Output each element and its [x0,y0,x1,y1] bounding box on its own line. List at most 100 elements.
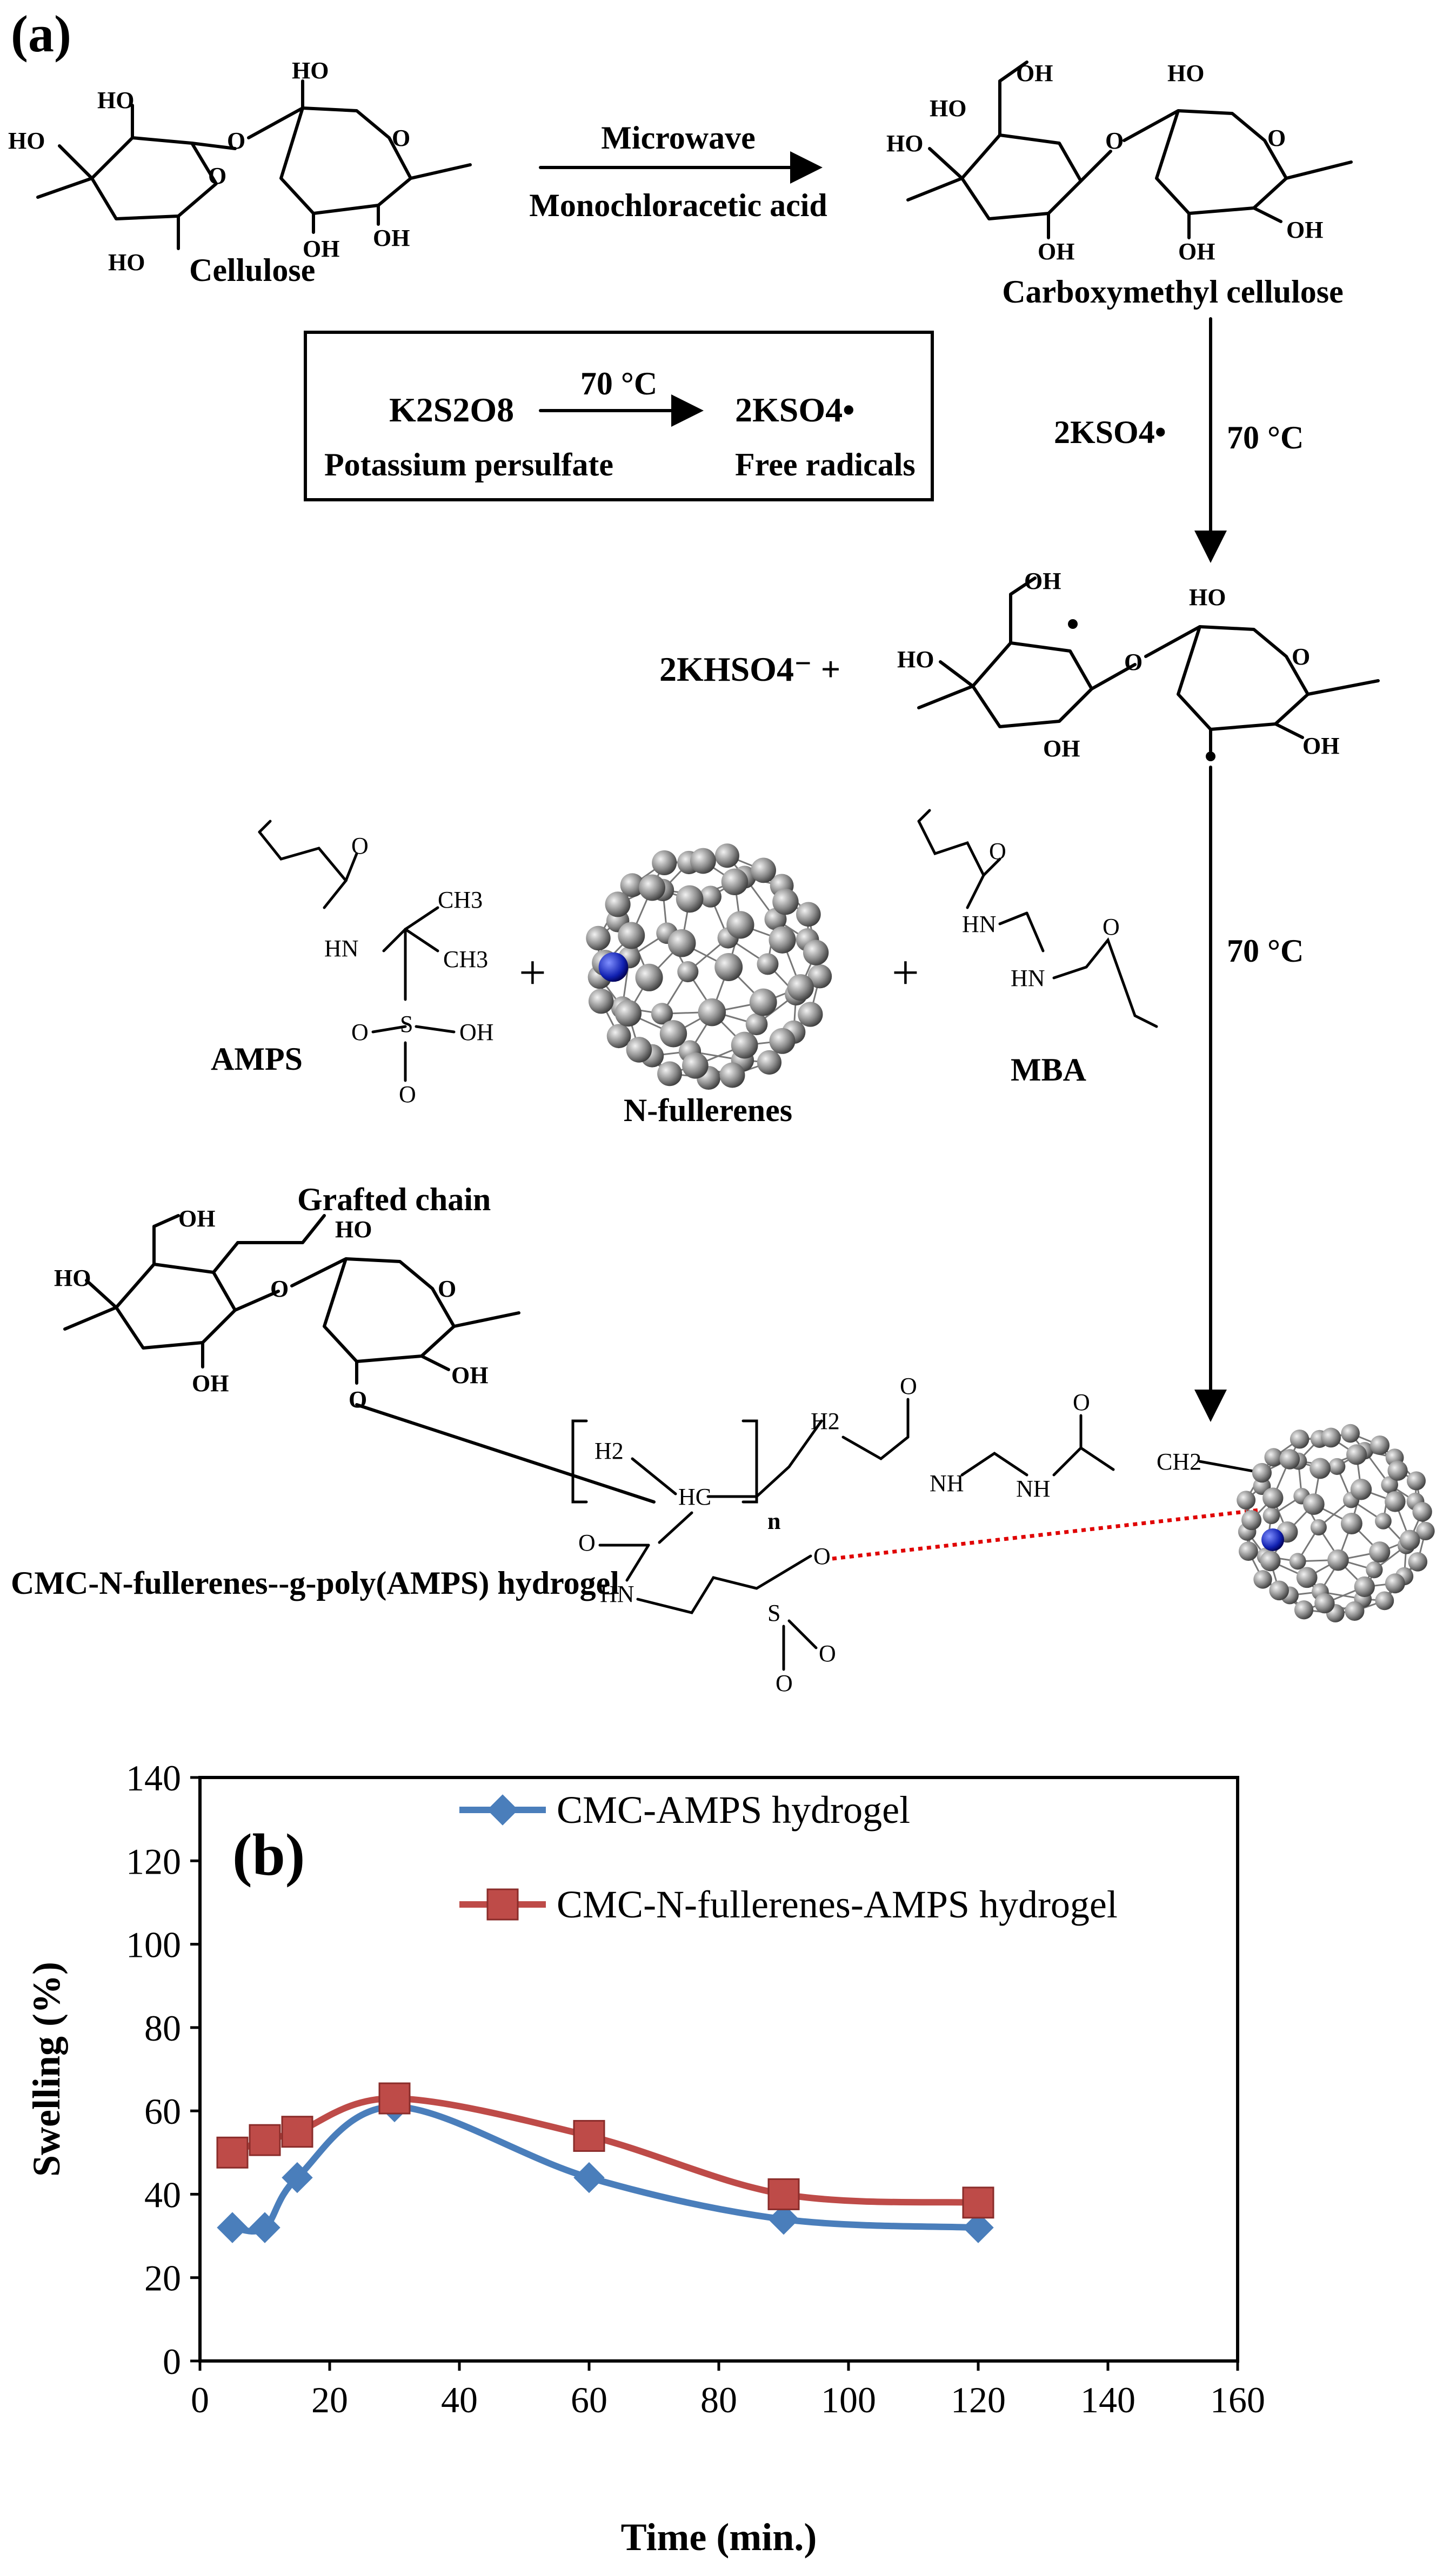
carbon-atom [618,922,645,949]
carbon-atom [1406,1471,1426,1491]
svg-text:O: O [270,1276,289,1302]
carbon-atom [639,874,666,901]
carbon-atom [682,1052,709,1079]
nitrogen-atom [598,952,629,982]
carbon-atom [719,1062,745,1088]
svg-text:O: O [1105,128,1124,154]
carbon-atom [1302,1493,1325,1515]
carbon-atom [1375,1513,1392,1530]
carbon-atom [721,868,749,896]
svg-text:HO: HO [8,128,45,154]
svg-text:OH: OH [192,1370,229,1397]
nitrogen-atom [1261,1528,1284,1551]
svg-text:2KHSO4⁻ +: 2KHSO4⁻ + [659,650,840,688]
svg-text:HN: HN [1011,965,1045,991]
y-tick-label: 100 [126,1924,181,1965]
carbon-atom [586,925,611,951]
carbon-atom [698,998,726,1027]
carbon-atom [796,902,821,927]
carbon-atom [751,857,776,883]
data-point-series-1 [282,2162,313,2193]
data-point-series-2 [378,2082,411,2115]
svg-text:HN: HN [962,911,997,937]
svg-text:OH: OH [303,236,339,262]
svg-text:CH3: CH3 [443,946,488,972]
y-tick-label: 20 [144,2258,181,2299]
radical-cmc: 2KHSO4⁻ + OH HO O HO O OH OH [659,568,1380,762]
svg-text:OH: OH [1043,735,1080,762]
svg-text:CH3: CH3 [438,887,483,913]
svg-text:O: O [578,1530,596,1556]
amps-label: AMPS [211,1041,303,1077]
svg-text:O: O [813,1543,831,1569]
carbon-atom [651,1003,673,1025]
svg-text:O: O [819,1640,836,1667]
svg-text:OH: OH [373,225,410,251]
carbon-atom [1262,1487,1284,1508]
carbon-atom [605,891,631,917]
carbon-atom [798,1002,823,1027]
carbon-atom [1279,1449,1300,1470]
legend-label: CMC-N-fullerenes-AMPS hydrogel [557,1883,1118,1926]
carbon-atom [714,843,739,868]
svg-text:2KSO4•: 2KSO4• [1054,414,1166,450]
svg-text:HO: HO [108,249,145,276]
svg-text:H2: H2 [811,1408,840,1434]
hydrogel-label: CMC-N-fullerenes--g-poly(AMPS) hydrogel [11,1565,619,1601]
svg-text:O: O [989,838,1006,864]
svg-text:O: O [1103,914,1120,940]
svg-text:HO: HO [335,1216,372,1243]
plus-2: + [892,946,919,999]
x-tick-label: 60 [571,2379,607,2420]
carbon-atom [1241,1510,1262,1531]
svg-text:O: O [1267,125,1286,151]
carbon-atom [588,988,614,1014]
svg-text:HO: HO [897,646,934,673]
carbon-atom [635,963,663,991]
svg-text:HO: HO [54,1265,91,1291]
svg-text:HO: HO [1167,60,1204,86]
x-tick-label: 80 [700,2379,737,2420]
data-point-series-2 [573,2119,605,2152]
carbon-atom [1387,1460,1408,1481]
y-tick-label: 0 [163,2341,181,2382]
carbon-atom [1370,1435,1390,1455]
svg-text:2KSO4•: 2KSO4• [735,391,855,429]
svg-text:HC: HC [678,1484,711,1510]
svg-text:HN: HN [600,1581,634,1607]
data-point-series-1 [963,2212,994,2243]
svg-text:O: O [1292,643,1310,670]
series-lines [216,2082,994,2243]
svg-text:O: O [438,1276,456,1302]
carbon-atom [657,1061,682,1086]
cellulose-label: Cellulose [189,252,315,288]
svg-text:OH: OH [1024,568,1061,594]
svg-text:Free radicals: Free radicals [735,447,916,482]
y-tick-label: 40 [144,2174,181,2215]
carbon-atom [1310,1519,1327,1535]
carbon-atom [652,850,677,875]
data-point-series-2 [249,2124,281,2156]
arrow-microwave: Microwave Monochloracetic acid [529,120,827,223]
svg-text:O: O [399,1081,416,1108]
carbon-atom [1290,1430,1310,1449]
carbon-atom [1366,1561,1383,1579]
svg-text:Potassium persulfate: Potassium persulfate [324,447,613,482]
carbon-atom [690,848,716,874]
mba-label: MBA [1011,1052,1086,1088]
svg-text:HO: HO [1189,584,1226,611]
y-tick-label: 60 [144,2091,181,2132]
carbon-atom [1269,1580,1289,1601]
svg-text:O: O [1124,649,1143,675]
carbon-atom [1328,1458,1346,1475]
svg-text:S: S [767,1600,780,1626]
carbon-atom [614,999,642,1027]
svg-text:OH: OH [1302,733,1339,759]
carbon-atom [1385,1573,1405,1594]
svg-text:70 °C: 70 °C [1227,933,1304,969]
panel-a-label: (a) [11,5,71,63]
carbon-atom [1321,1427,1341,1448]
n-fullerenes-label: N-fullerenes [624,1092,792,1128]
svg-text:O: O [351,833,369,859]
